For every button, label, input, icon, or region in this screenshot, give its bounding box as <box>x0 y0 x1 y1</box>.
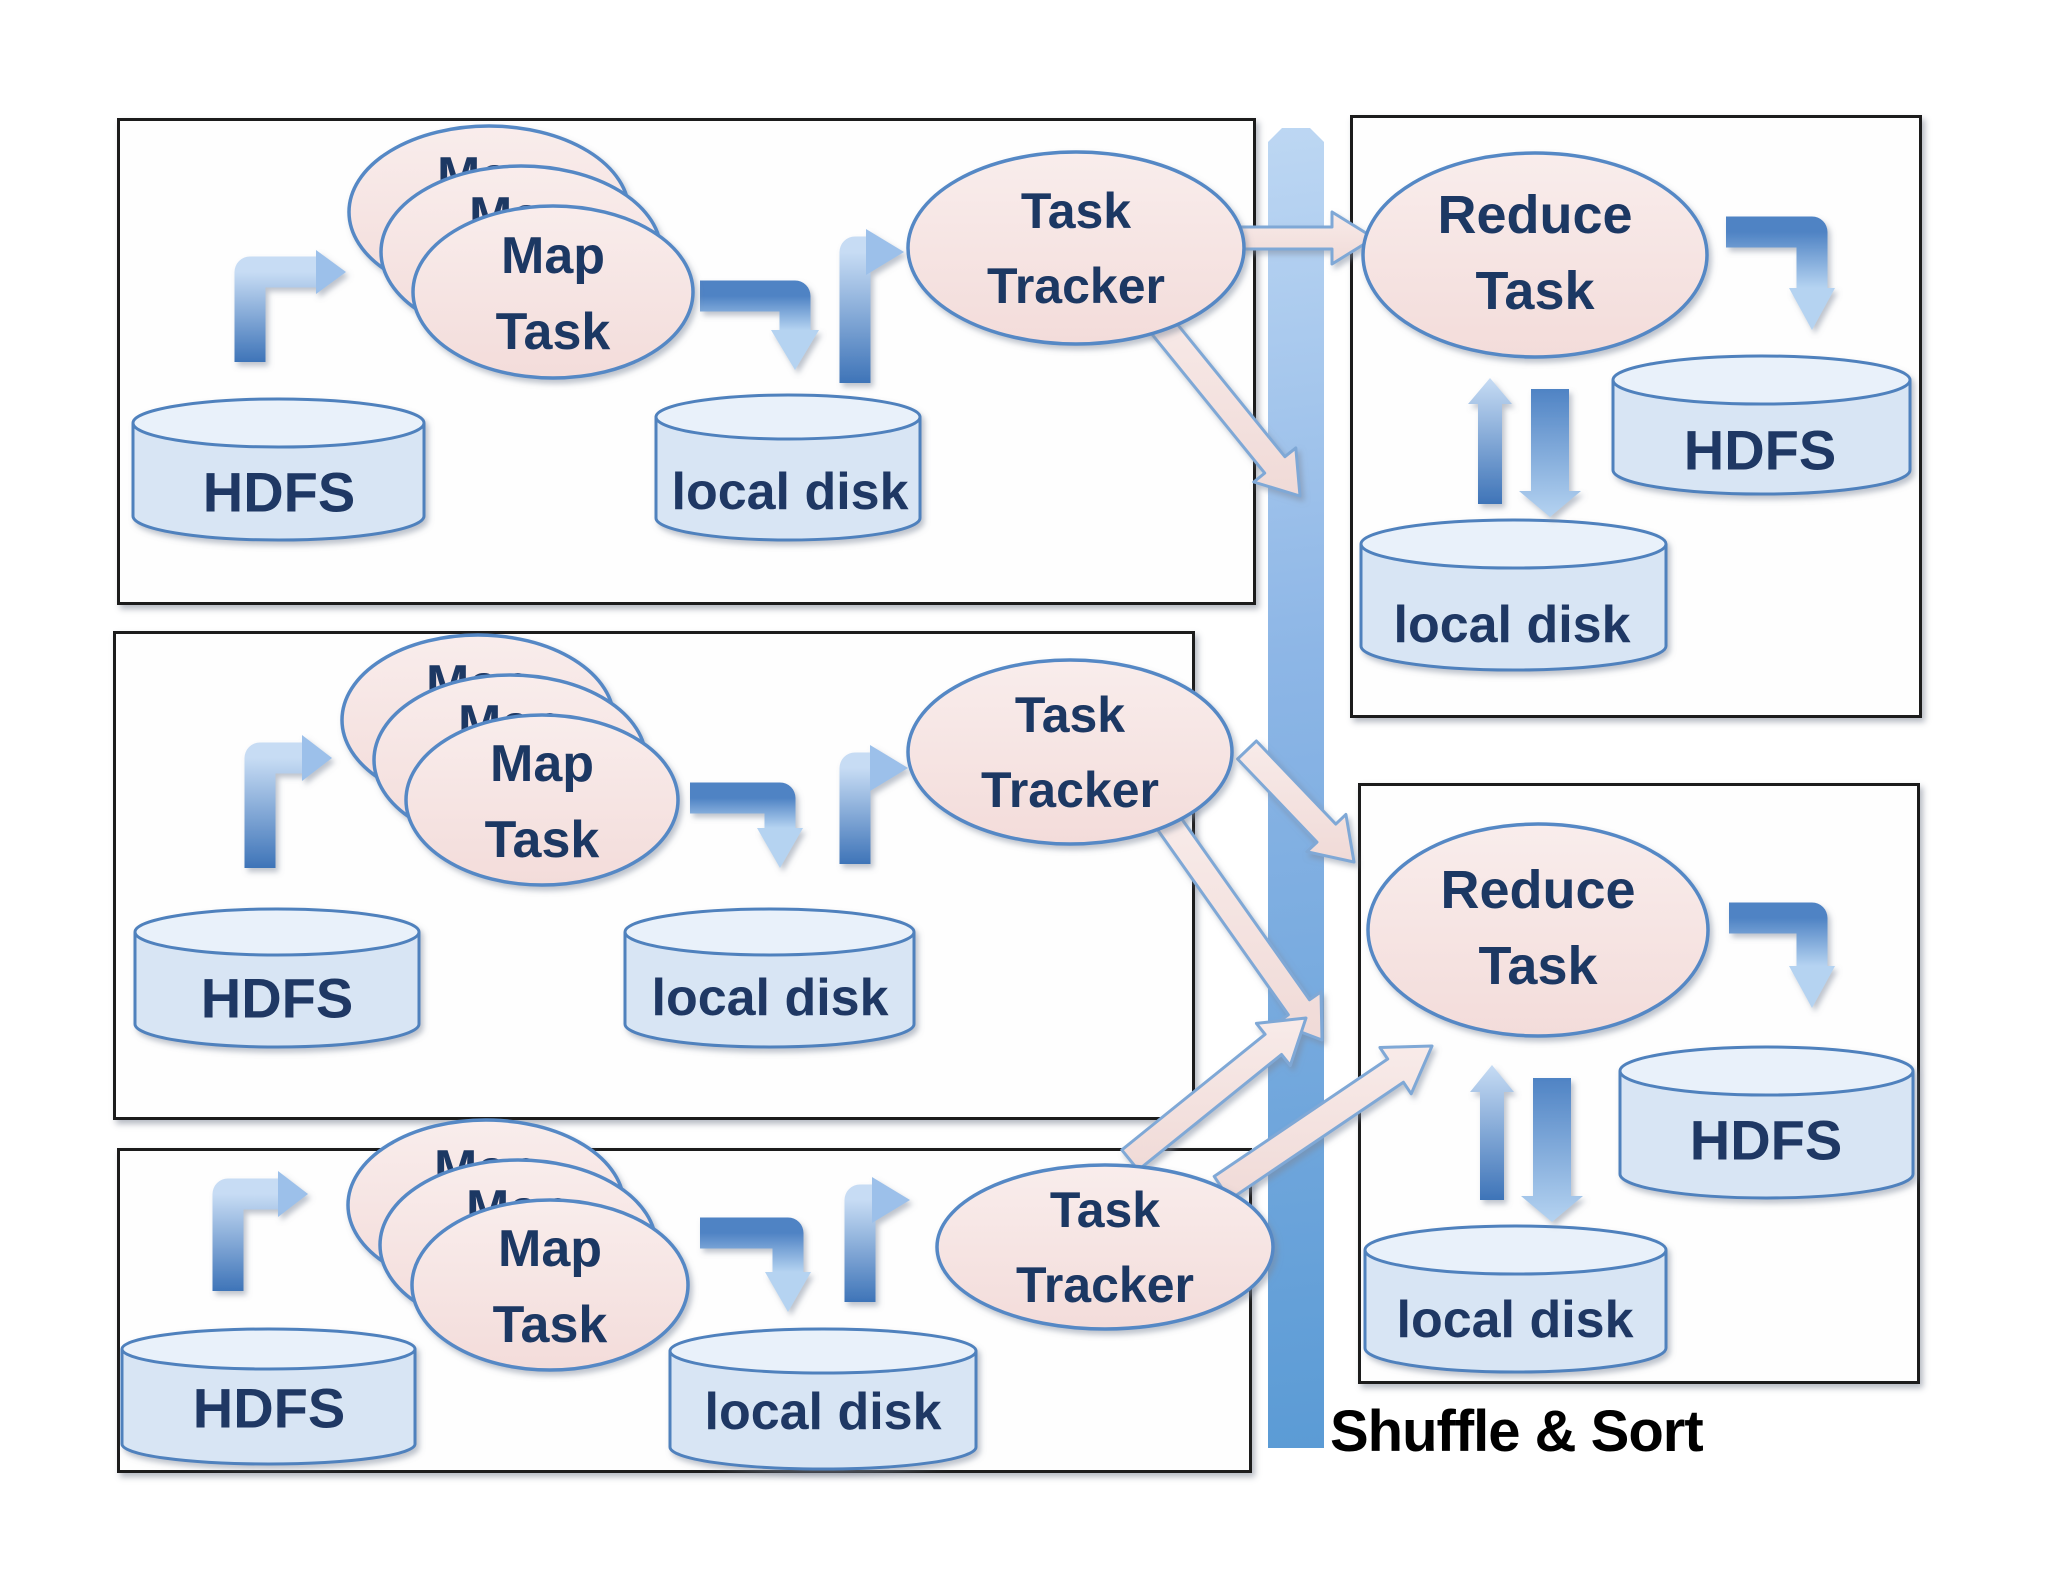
local-disk-cylinder-body <box>668 1351 978 1471</box>
flow-elbow-arrow-head <box>872 1177 910 1223</box>
map-task-ellipse-front <box>410 1198 690 1372</box>
reduce-input-arrow-down <box>1521 1078 1583 1222</box>
shuffle-flow-arrow-tt3-to-reduce2 <box>1212 1044 1434 1202</box>
map-task-label-line2: Task <box>493 1296 608 1354</box>
flow-elbow-arrow-head <box>278 1171 308 1217</box>
task-tracker-ellipse <box>935 1163 1275 1331</box>
hdfs-label: HDFS <box>193 1377 345 1440</box>
local-disk-cylinder-top <box>1359 518 1668 570</box>
task-tracker-label-line2: Tracker <box>987 258 1165 314</box>
task-tracker-label-line1: Task <box>1021 183 1131 239</box>
map-task-label-line1: Map <box>490 735 594 793</box>
flow-elbow-arrow <box>244 742 302 868</box>
flow-elbow-arrow <box>212 1178 278 1291</box>
task-tracker-ellipse <box>906 658 1234 846</box>
task-tracker-label-line1: Task <box>1050 1182 1160 1238</box>
flow-elbow-arrow <box>690 782 796 828</box>
hdfs-label: HDFS <box>201 967 353 1030</box>
hdfs-label: HDFS <box>203 461 355 524</box>
flow-elbow-arrow-head <box>302 735 332 781</box>
local-disk-cylinder-body <box>1363 1250 1668 1374</box>
local-disk-label: local disk <box>1397 1291 1634 1349</box>
hdfs-cylinder-top <box>133 907 421 957</box>
map-task-ellipse-front <box>404 713 680 887</box>
flow-elbow-arrow <box>700 280 811 330</box>
task-tracker-label-line1: Task <box>1015 687 1125 743</box>
reduce-task-label-line1: Reduce <box>1437 185 1632 245</box>
flow-elbow-arrow <box>839 236 871 383</box>
local-disk-cylinder-top <box>1363 1224 1668 1276</box>
local-disk-cylinder-body <box>1359 544 1668 672</box>
local-disk-label: local disk <box>705 1383 942 1441</box>
reduce-task-label-line2: Task <box>1475 261 1595 321</box>
reduce-output-arrow-up <box>1468 378 1512 504</box>
task-tracker-ellipse <box>906 150 1246 346</box>
flow-elbow-arrow <box>234 256 316 362</box>
shuffle-flow-arrow-tt2-to-reduce2 <box>1236 739 1356 864</box>
local-disk-cylinder-top <box>668 1327 978 1375</box>
local-disk-cylinder-top <box>654 393 922 441</box>
hdfs-cylinder-body <box>120 1349 417 1466</box>
hdfs-cylinder-top <box>1618 1045 1915 1097</box>
flow-elbow-arrow <box>1729 902 1828 966</box>
reduce-task-label-line2: Task <box>1478 936 1598 996</box>
shuffle-flow-arrow-tt2-to-bar <box>1155 813 1324 1042</box>
local-disk-label: local disk <box>652 969 889 1027</box>
reduce-task-ellipse <box>1361 151 1709 359</box>
flow-elbow-arrow <box>700 1217 804 1272</box>
local-disk-label: local disk <box>1394 596 1631 654</box>
flow-elbow-arrow <box>844 1184 876 1302</box>
hdfs-cylinder-top <box>1611 354 1912 406</box>
flow-elbow-arrow-head <box>1789 288 1835 330</box>
local-disk-cylinder-body <box>654 417 922 542</box>
local-disk-label: local disk <box>672 463 909 521</box>
hdfs-cylinder-top <box>131 397 426 449</box>
shuffle-flow-arrow-tt3-to-bar <box>1120 1016 1308 1172</box>
reduce-output-arrow-up <box>1470 1065 1514 1200</box>
flow-elbow-arrow <box>839 752 871 864</box>
hdfs-cylinder-body <box>133 932 421 1049</box>
hdfs-cylinder-body <box>1611 380 1912 496</box>
task-tracker-label-line2: Tracker <box>981 762 1159 818</box>
map-task-label-line1: Map <box>501 227 605 285</box>
reduce-input-arrow-down <box>1519 389 1581 517</box>
flow-elbow-arrow <box>1726 216 1828 288</box>
reduce-task-ellipse <box>1366 822 1710 1038</box>
map-task-label-line2: Task <box>496 303 611 361</box>
flow-elbow-arrow-head <box>757 828 803 868</box>
flow-elbow-arrow-head <box>765 1272 811 1312</box>
flow-elbow-arrow-head <box>316 250 346 294</box>
hdfs-cylinder-body <box>131 423 426 542</box>
map-task-ellipse-front <box>411 204 695 380</box>
shuffle-flow-arrow-tt1-to-reduce1 <box>1238 210 1376 266</box>
flow-elbow-arrow-head <box>771 330 819 370</box>
flow-elbow-arrow-head <box>866 229 904 275</box>
local-disk-cylinder-body <box>623 932 916 1049</box>
flow-elbow-arrow-head <box>870 745 908 791</box>
reduce-task-label-line1: Reduce <box>1440 860 1635 920</box>
local-disk-cylinder-top <box>623 907 916 957</box>
flow-elbow-arrow-head <box>1789 966 1835 1008</box>
task-tracker-label-line2: Tracker <box>1016 1257 1194 1313</box>
map-task-label-line2: Task <box>485 811 600 869</box>
shuffle-sort-label: Shuffle & Sort <box>1330 1399 1704 1464</box>
map-task-label-line1: Map <box>498 1220 602 1278</box>
hdfs-label: HDFS <box>1684 419 1836 482</box>
hdfs-cylinder-top <box>120 1327 417 1371</box>
hdfs-label: HDFS <box>1690 1109 1842 1172</box>
hdfs-cylinder-body <box>1618 1071 1915 1200</box>
